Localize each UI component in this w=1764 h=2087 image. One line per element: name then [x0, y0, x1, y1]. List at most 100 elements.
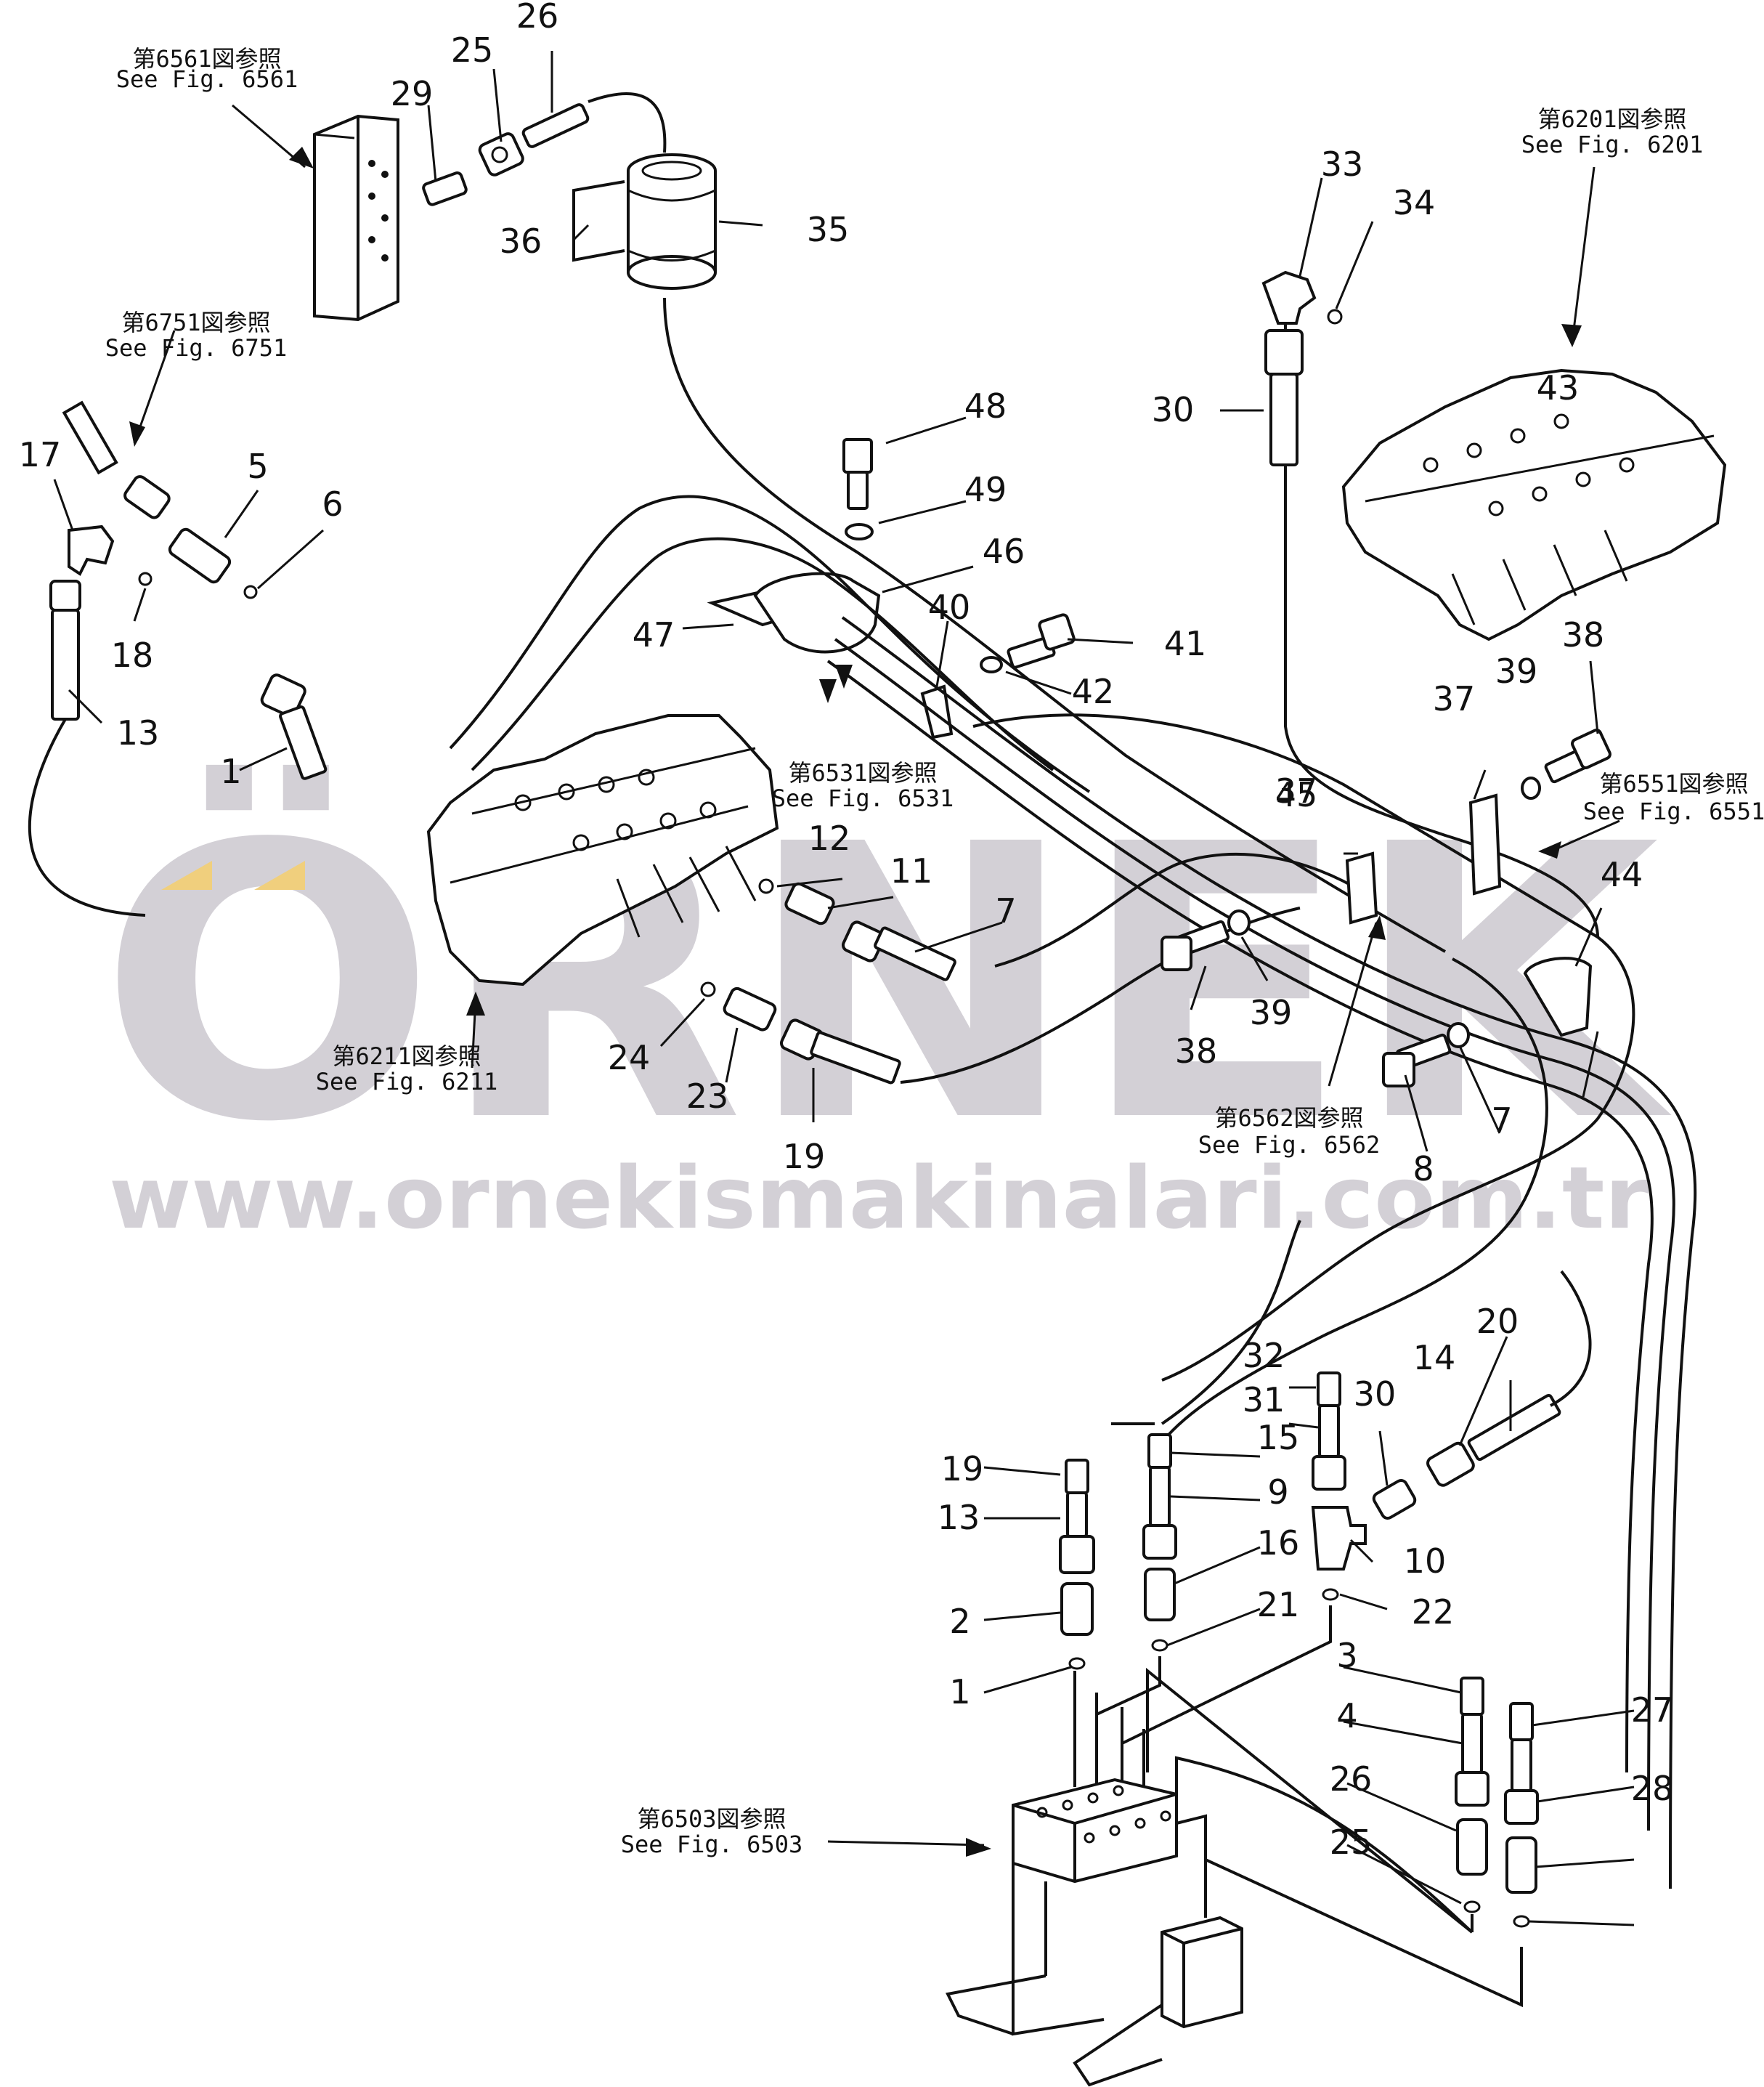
clip-37-right: [1468, 793, 1502, 896]
figure-reference-jp: 第6551図参照: [1599, 770, 1748, 798]
part-number-label: 46: [983, 532, 1025, 571]
clamp-43: [1523, 957, 1593, 1037]
part-number-label: 6: [322, 485, 343, 524]
fitting-15: [1144, 1568, 1176, 1621]
o-ring-10: [1322, 1588, 1339, 1601]
figure-reference-jp: 第6751図参照: [121, 309, 270, 336]
valve-block-6561: [313, 114, 399, 322]
fitting-29: [422, 171, 468, 206]
part-number-label: 39: [1495, 652, 1538, 691]
part-number-label: 30: [1354, 1374, 1397, 1414]
hose-assembly-13-14: [1142, 1433, 1177, 1560]
part-number-label: 31: [1243, 1380, 1285, 1419]
figure-reference-en: See Fig. 6751: [105, 334, 287, 362]
elbow-17: [68, 524, 115, 576]
part-number-label: 4: [1336, 1696, 1357, 1735]
fitting-11: [784, 882, 835, 925]
part-number-label: 38: [1562, 615, 1605, 655]
watermark-url: www.ornekismakinalari.com.tr: [109, 1148, 1649, 1248]
fitting-27: [1505, 1836, 1537, 1894]
clip-37-left: [1345, 851, 1378, 925]
bolt-38-left: [1161, 920, 1230, 971]
bolt-38-right: [1544, 729, 1611, 784]
hose-1-left: [260, 673, 328, 780]
o-ring-18: [138, 572, 153, 586]
part-number-label: 9: [1267, 1472, 1288, 1512]
hose-19-upper: [780, 1018, 901, 1085]
part-number-label: 27: [1631, 1690, 1674, 1730]
hose-assembly-25-26: [1504, 1702, 1539, 1825]
part-number-label: 49: [964, 470, 1007, 509]
hose-30-top: [1264, 329, 1304, 466]
part-number-label: 1: [220, 752, 241, 791]
part-number-label: 28: [1631, 1769, 1674, 1808]
washer-45: [1447, 1022, 1470, 1048]
part-number-label: 25: [451, 31, 494, 70]
part-number-label: 37: [1433, 679, 1476, 718]
fitting-3: [1456, 1818, 1488, 1876]
watermark-umlaut-dot: [254, 861, 305, 890]
part-number-label: 37: [1275, 771, 1318, 811]
elbow-33: [1261, 270, 1317, 325]
control-valve-6211: [426, 714, 779, 986]
accumulator-35: [627, 153, 717, 290]
part-number-label: 11: [890, 851, 933, 891]
o-ring-6: [243, 585, 258, 599]
part-number-label: 13: [117, 713, 160, 753]
part-number-label: 25: [1330, 1823, 1373, 1862]
figure-reference-jp: 第6561図参照: [132, 45, 281, 73]
part-number-label: 42: [1072, 672, 1115, 711]
main-hose-bundle: [449, 283, 1697, 1889]
part-number-label: 19: [783, 1137, 826, 1176]
figure-reference-jp: 第6562図参照: [1214, 1104, 1363, 1132]
bolt-48: [842, 438, 873, 510]
figure-reference-jp: 第6211図参照: [332, 1042, 481, 1070]
figure-reference-en: See Fig. 6503: [621, 1831, 802, 1858]
valve-block-6503: [946, 1605, 1523, 2087]
part-number-label: 47: [633, 615, 675, 655]
tee-9: [1311, 1506, 1367, 1571]
part-number-label: 41: [1164, 624, 1207, 663]
o-ring-12: [758, 878, 774, 894]
figure-reference-jp: 第6531図参照: [788, 759, 937, 787]
part-number-label: 36: [500, 222, 542, 261]
part-number-label: 35: [807, 210, 850, 249]
part-number-label: 8: [1413, 1149, 1434, 1188]
hose-end-6751: [62, 400, 171, 519]
washer-39-right: [1521, 777, 1541, 800]
part-number-label: 24: [608, 1038, 651, 1077]
part-number-label: 29: [391, 74, 434, 113]
part-number-label: 15: [1257, 1418, 1300, 1457]
leader-lines: [53, 51, 1635, 1926]
part-number-label: 21: [1257, 1585, 1300, 1624]
part-number-label: 12: [808, 819, 851, 858]
part-number-label: 39: [1250, 993, 1293, 1032]
hose-assembly-1-2: [1455, 1677, 1489, 1807]
hose-assembly-7-8: [1312, 1371, 1346, 1491]
part-number-label: 33: [1321, 145, 1364, 184]
arrows: [129, 147, 1582, 1857]
fitting-23: [723, 986, 777, 1032]
figure-reference-en: See Fig. 6201: [1521, 131, 1703, 158]
watermark-umlaut-dot: [161, 861, 212, 890]
figure-reference-en: See Fig. 6531: [772, 785, 954, 812]
part-number-label: 3: [1336, 1636, 1357, 1675]
part-number-label: 48: [964, 386, 1007, 426]
part-number-label: 44: [1601, 855, 1643, 894]
o-ring-4: [1463, 1900, 1481, 1913]
nut-25: [478, 132, 524, 177]
hose-assembly-19-20: [1059, 1459, 1095, 1574]
part-number-label: 19: [941, 1449, 984, 1488]
part-number-label: 45: [1275, 775, 1318, 814]
part-number-label: 5: [247, 447, 268, 486]
hose-assembly-30-31: [1426, 1270, 1592, 1487]
part-number-label: 32: [1243, 1336, 1285, 1375]
washer-49: [845, 523, 874, 540]
part-number-label: 34: [1393, 183, 1436, 222]
washer-42: [980, 656, 1003, 673]
part-number-label: 13: [938, 1498, 980, 1537]
hose-26: [521, 92, 667, 153]
